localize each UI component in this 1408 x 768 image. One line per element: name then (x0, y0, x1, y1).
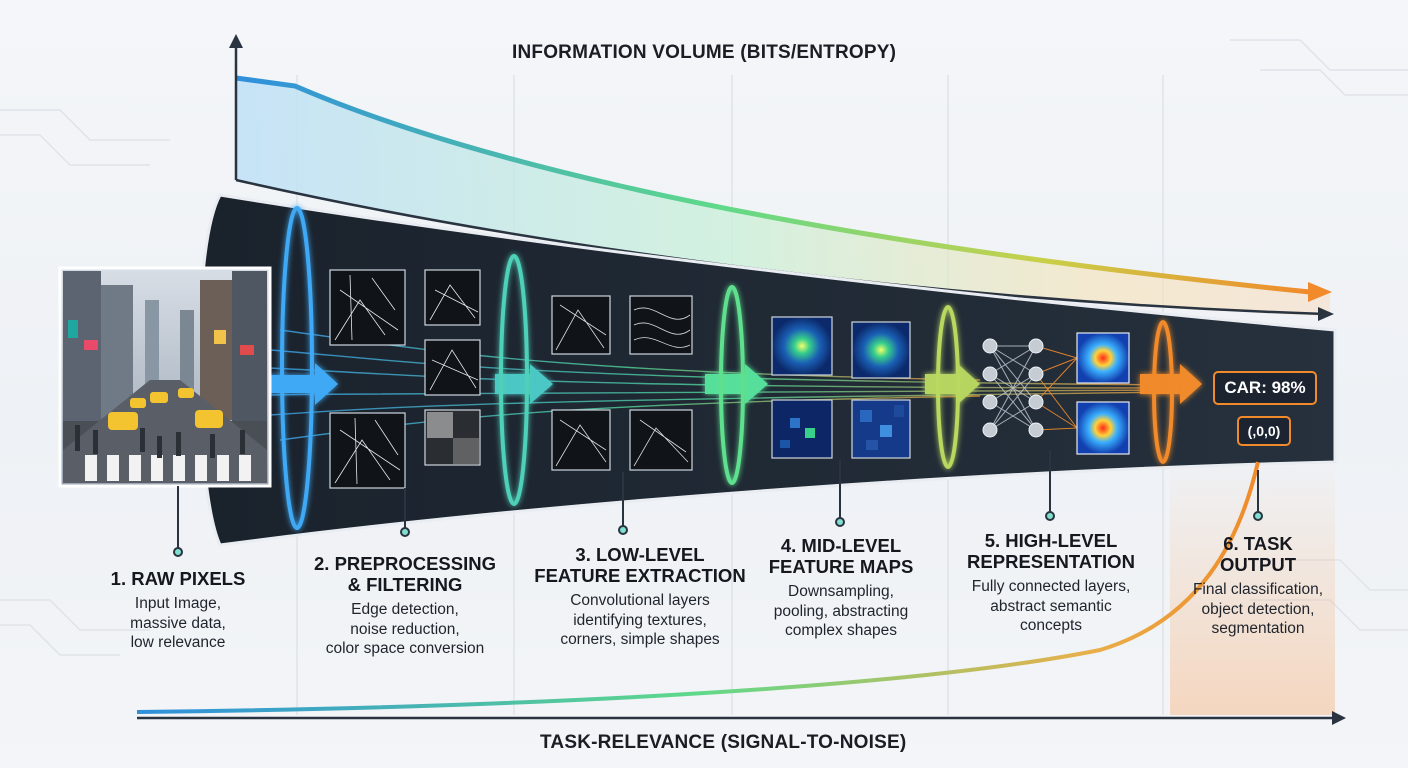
stage-title: 2. PREPROCESSING & FILTERING (314, 553, 496, 595)
stage-description: Fully connected layers, abstract semanti… (971, 578, 1131, 634)
classification-output: CAR: 98% (1213, 371, 1317, 405)
top-axis-baseline-arrowhead (1318, 307, 1334, 321)
information-volume-title: INFORMATION VOLUME (BITS/ENTROPY) (512, 42, 897, 63)
stage-description: Edge detection, noise reduction, color s… (325, 601, 485, 657)
edge-detection-tiles (329, 269, 481, 489)
stage-title: 5. HIGH-LEVEL REPRESENTATION (967, 530, 1135, 572)
information-volume-area (236, 78, 1330, 316)
stage-raw-pixels: 1. RAW PIXELS Input Image, massive data,… (68, 568, 288, 653)
stage-title: 6. TASK OUTPUT (1219, 533, 1297, 575)
task-relevance-curve (136, 461, 1260, 714)
low-level-feature-tiles (551, 295, 693, 471)
stage-task-output: 6. TASK OUTPUT Final classification, obj… (1148, 533, 1368, 639)
neural-network-graphic (982, 332, 1130, 455)
top-axis-arrowhead (229, 34, 243, 48)
information-volume-curve (235, 75, 1311, 295)
stage-mid-level-features: 4. MID-LEVEL FEATURE MAPS Downsampling, … (731, 535, 951, 641)
stage-high-level-representation: 5. HIGH-LEVEL REPRESENTATION Fully conne… (941, 530, 1161, 636)
bottom-axis-arrowhead (1332, 711, 1346, 725)
stage-description: Input Image, massive data, low relevance (130, 595, 226, 651)
task-relevance-title: TASK-RELEVANCE (SIGNAL-TO-NOISE) (540, 732, 907, 753)
raw-input-image (58, 266, 272, 488)
stage-preprocessing: 2. PREPROCESSING & FILTERING Edge detect… (295, 553, 515, 659)
stage-title: 1. RAW PIXELS (110, 568, 246, 589)
stage-callout-pins (173, 450, 1263, 557)
stage-low-level-features: 3. LOW-LEVEL FEATURE EXTRACTION Convolut… (530, 544, 750, 650)
stage-description: Downsampling, pooling, abstracting compl… (773, 583, 909, 639)
coordinates-output: (,0,0) (1237, 416, 1291, 446)
stage-description: Final classification, object detection, … (1192, 581, 1324, 637)
stage-description: Convolutional layers identifying texture… (560, 592, 720, 648)
mid-level-feature-maps (771, 316, 911, 459)
stage-rings (280, 206, 1174, 530)
stage-title: 4. MID-LEVEL FEATURE MAPS (768, 535, 914, 577)
information-volume-arrowhead (1308, 282, 1332, 302)
stage-title: 3. LOW-LEVEL FEATURE EXTRACTION (534, 544, 746, 586)
